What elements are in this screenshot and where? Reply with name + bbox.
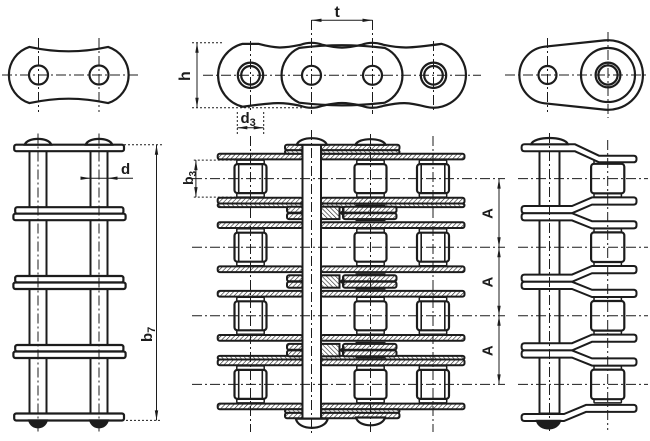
svg-text:d: d (121, 161, 130, 178)
svg-text:A: A (480, 345, 497, 356)
svg-text:A: A (480, 208, 497, 219)
svg-text:h: h (177, 71, 194, 81)
svg-text:A: A (480, 277, 497, 288)
svg-text:t: t (335, 4, 341, 21)
